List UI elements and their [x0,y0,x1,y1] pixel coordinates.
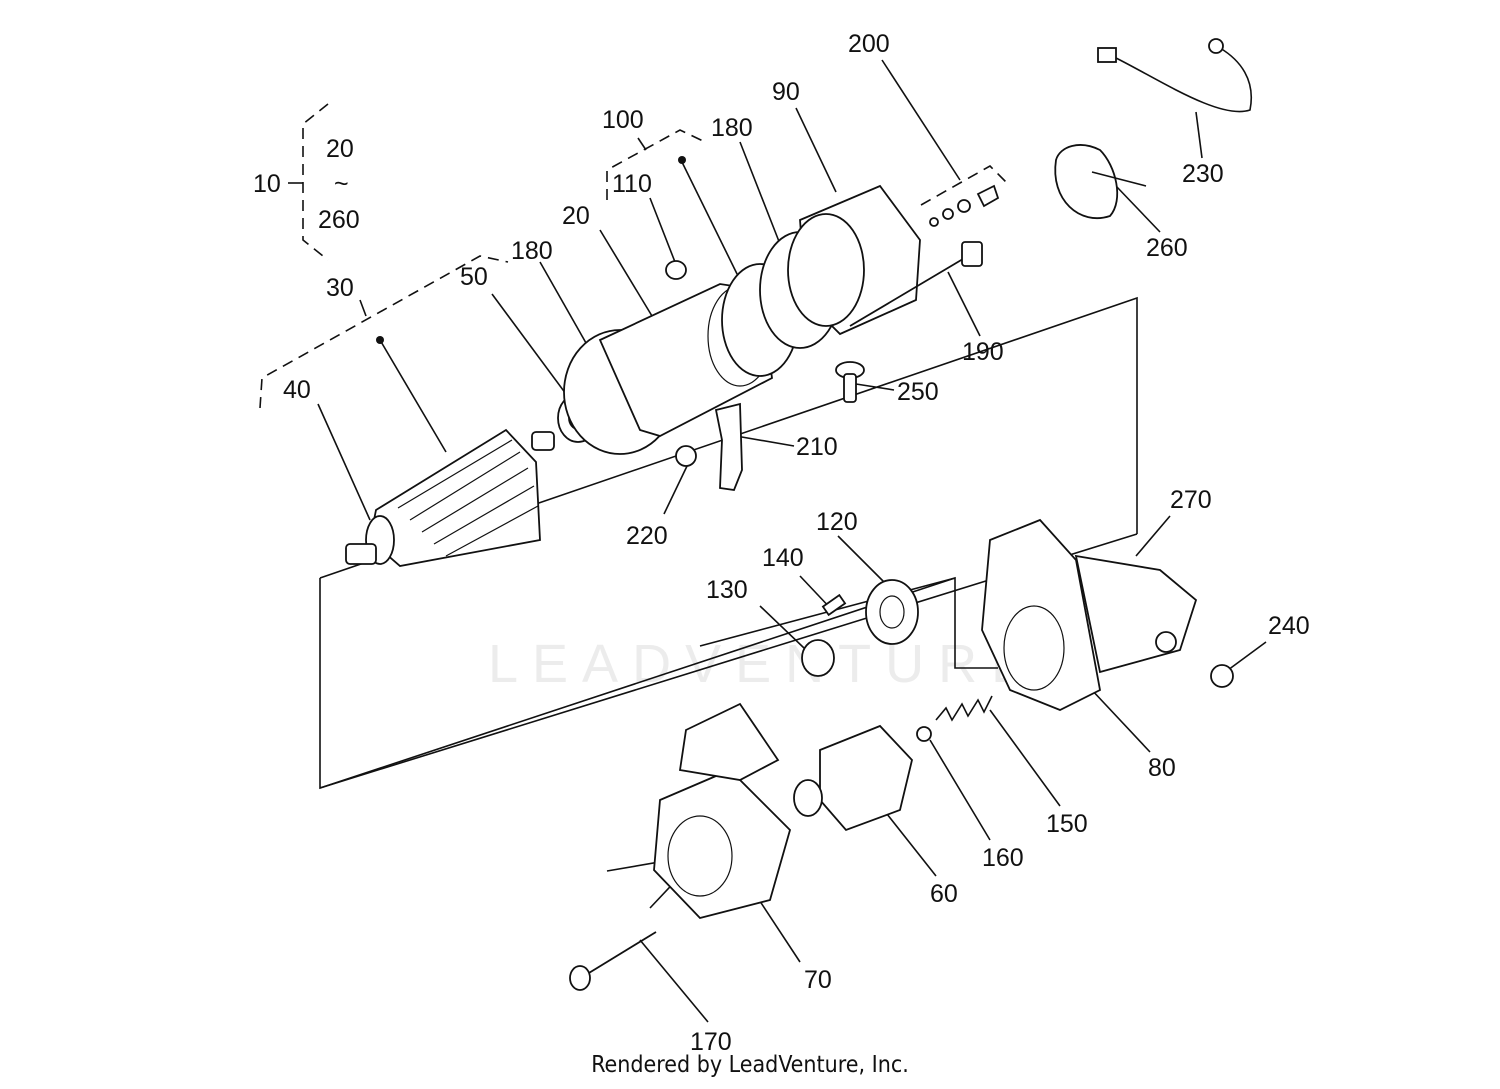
gear-part-120 [865,579,919,645]
pin-part-140 [821,593,847,617]
callout-90: 90 [772,78,800,106]
callout-60: 60 [930,880,958,908]
callout-260: 260 [1146,234,1188,262]
nut-part-240 [1210,664,1234,688]
armature-part-40 [345,336,555,567]
end-frame-part-90 [787,184,921,336]
callout-100: 100 [602,106,644,134]
washers-part-200 [929,184,1000,227]
lever-part-210 [675,402,743,491]
callout-150: 150 [1046,810,1088,838]
callout-220: 220 [626,522,668,550]
spring-part-150 [935,695,993,722]
render-credit: Rendered by LeadVenture, Inc. [591,1052,909,1078]
callout-190: 190 [962,338,1004,366]
clutch-part-60 [793,724,913,832]
callout-120: 120 [816,508,858,536]
through-bolt-part-190 [849,241,983,327]
callout-180-right: 180 [711,114,753,142]
leader-lines [317,59,1267,1023]
callout-110: 110 [612,170,652,198]
retainer-part-130 [801,639,835,677]
callout-130: 130 [706,576,748,604]
callout-210: 210 [796,433,838,461]
callout-230: 230 [1182,160,1224,188]
band-part-260 [1054,144,1147,219]
callout-70: 70 [804,966,832,994]
callout-80: 80 [1148,754,1176,782]
callout-140: 140 [762,544,804,572]
callout-20: 20 [562,202,590,230]
callout-10: 10 [253,170,281,198]
solenoid-housing-part-80 [981,518,1198,711]
callout-20-range-start: 20 [326,135,354,163]
screw-part-250 [835,361,865,403]
callout-170: 170 [690,1028,732,1056]
callout-240: 240 [1268,612,1310,640]
wire-part-230 [1097,38,1253,113]
callout-200: 200 [848,30,890,58]
callout-50: 50 [460,263,488,291]
callout-180-left: 180 [511,237,553,265]
watermark-text: LEADVENTURE [488,634,1041,694]
ball-part-160 [916,726,932,742]
callout-labels: 10 20 ~ 260 30 40 50 180 20 100 110 180 … [253,30,1310,1056]
front-housing-part-70 [653,702,792,920]
long-bolt-part-170 [569,931,657,991]
callout-250: 250 [897,378,939,406]
callout-160: 160 [982,844,1024,872]
callout-270: 270 [1170,486,1212,514]
callout-40: 40 [283,376,311,404]
callout-260-range-end: 260 [318,206,360,234]
callout-30: 30 [326,274,354,302]
callout-range-tilde: ~ [334,170,349,198]
nut-part-110 [665,260,687,280]
